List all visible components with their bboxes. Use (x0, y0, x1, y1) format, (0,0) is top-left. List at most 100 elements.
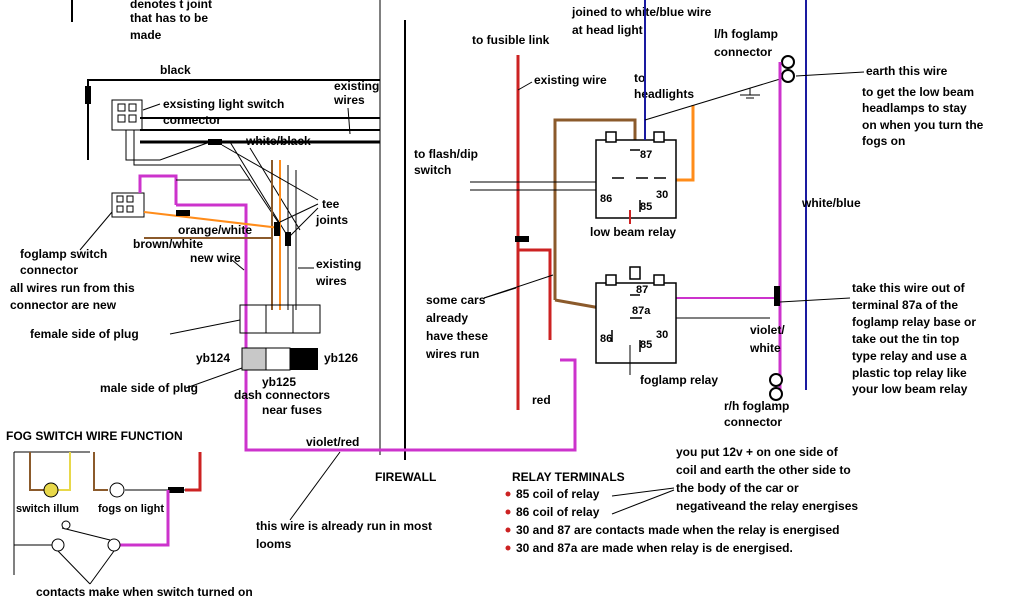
white-blue-label: white/blue (801, 196, 861, 210)
take-note1: take this wire out of (852, 281, 966, 295)
tee-label1: tee (322, 197, 340, 211)
low-beam-relay-label: low beam relay (590, 225, 676, 239)
to-headlights-label2: headlights (634, 87, 694, 101)
female-plug-label: female side of plug (30, 327, 139, 341)
fog-connector-label1: foglamp switch (20, 247, 107, 261)
lowbeam-note2: headlamps to stay (862, 101, 967, 115)
black-joint (85, 86, 91, 104)
foglamp-pin-87: 87 (636, 284, 648, 296)
flash-dip-label1: to flash/dip (414, 147, 478, 161)
violet-red-wire-right (405, 358, 577, 452)
existing-wire-pointer (517, 81, 533, 91)
white-black-label: white/black (245, 134, 311, 148)
function-joint (168, 487, 184, 493)
take-note3: foglamp relay base or (852, 315, 976, 329)
switch-to-tee-wire2 (133, 130, 281, 226)
switch-lever (61, 527, 111, 541)
rh-foglamp-label1: r/h foglamp (724, 399, 789, 413)
tee-pointer3 (221, 144, 319, 201)
tee-joint-2 (285, 232, 291, 246)
flash-dip-label2: switch (414, 163, 451, 177)
contacts-pointer2 (89, 550, 115, 585)
coil-note3: the body of the car or (676, 481, 799, 495)
already-run-label1: this wire is already run in most (256, 519, 432, 533)
violet-red-label: violet/red (306, 435, 359, 449)
coil-note4: negativeand the relay energises (676, 499, 858, 513)
black-label: black (160, 63, 191, 77)
relay-term-30-87a: 30 and 87a are made when relay is de ene… (516, 541, 793, 555)
lh-foglamp-label1: l/h foglamp (714, 27, 778, 41)
fog-switch-function-title: FOG SWITCH WIRE FUNCTION (6, 429, 183, 443)
lh-foglamp-label2: connector (714, 45, 772, 59)
earth-label: earth this wire (866, 64, 948, 78)
fogs-on-bulb-icon (109, 482, 125, 498)
fusible-link-label: to fusible link (472, 33, 550, 47)
tee-label2: joints (315, 213, 348, 227)
foglamp-relay (595, 266, 677, 364)
relay-term-85: 85 coil of relay (516, 487, 600, 501)
yb126-label: yb126 (324, 351, 358, 365)
joint-note-line1: denotes t joint (130, 0, 212, 11)
dash-connectors-label1: dash connectors (234, 388, 330, 402)
foglamp-pin-30: 30 (656, 329, 668, 341)
earth-pointer (795, 71, 865, 77)
some-cars-label2: already (426, 311, 468, 325)
take-note-pointer (779, 297, 851, 303)
tee-pointer1 (279, 203, 319, 223)
fog-connector-pointer (79, 211, 113, 251)
take-note6: plastic top relay like (852, 366, 967, 380)
joined-label2: at head light (572, 23, 643, 37)
to-headlights-label1: to (634, 71, 645, 85)
foglamp-relay-label: foglamp relay (640, 373, 718, 387)
take-note7: your low beam relay (852, 382, 968, 396)
yb126-connector (290, 348, 318, 370)
violet-white-joint (774, 286, 780, 306)
red-label: red (532, 393, 551, 407)
female-plug (239, 304, 321, 334)
coil-pointer1 (611, 487, 675, 497)
take-note5: type relay and use a (852, 349, 967, 363)
brown-white-label: brown/white (133, 237, 203, 251)
lowbeam-pin-85: 85 (640, 201, 652, 213)
yb125-connector (265, 347, 291, 371)
red-feed-joint (515, 236, 529, 242)
existing-wires-label1: existing (334, 79, 379, 93)
light-switch-label2: connector (163, 113, 221, 127)
switch-illum-bulb-icon (43, 482, 59, 498)
new-wire-pointer (231, 259, 245, 271)
tee-joint-1 (274, 222, 280, 236)
bullet-3 (505, 527, 511, 533)
some-cars-label4: wires run (425, 347, 479, 361)
low-beam-relay (595, 131, 677, 219)
yb124-connector (241, 347, 267, 371)
switch-pivot (61, 520, 71, 530)
new-wire-label: new wire (190, 251, 241, 265)
dash-connectors-label2: near fuses (262, 403, 322, 417)
fogs-on-label: fogs on light (98, 503, 164, 515)
switch-illum-label: switch illum (16, 503, 79, 515)
switch-contact-left (51, 538, 65, 552)
switch-contact-right (107, 538, 121, 552)
lowbeam-note1: to get the low beam (862, 85, 974, 99)
male-plug-label: male side of plug (100, 381, 198, 395)
existing-wires-pointer (347, 107, 351, 135)
lh-foglamp-connector-2 (781, 69, 795, 83)
yb125-label: yb125 (262, 375, 296, 389)
coil-pointer2 (611, 489, 675, 515)
relay-terminals-title: RELAY TERMINALS (512, 470, 625, 484)
lowbeam-pin-87: 87 (640, 149, 652, 161)
rh-foglamp-connector-2 (769, 387, 783, 401)
already-run-label2: looms (256, 537, 292, 551)
take-note4: take out the tin top (852, 332, 959, 346)
yb124-label: yb124 (196, 351, 230, 365)
switch-violet-wire (120, 490, 170, 547)
switch-to-tee-wire1 (125, 130, 211, 161)
relay-term-86: 86 coil of relay (516, 505, 600, 519)
joint-note-line2: that has to be (130, 11, 208, 25)
lowbeam-note3: on when you turn the (862, 118, 984, 132)
firewall-label: FIREWALL (375, 470, 436, 484)
white-black-joint (208, 139, 222, 145)
joint-note-line3: made (130, 28, 162, 42)
fog-connector-label3: all wires run from this (10, 281, 135, 295)
